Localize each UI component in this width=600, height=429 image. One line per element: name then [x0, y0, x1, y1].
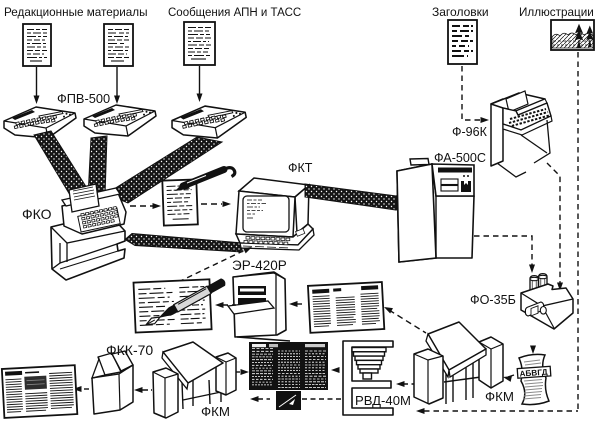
svg-text:АБВГД: АБВГД: [519, 368, 548, 379]
svg-text:ФКТ: ФКТ: [288, 161, 313, 175]
svg-text:Ф-96К: Ф-96К: [452, 125, 488, 139]
svg-text:ФКК-70: ФКК-70: [106, 342, 153, 358]
svg-text:Редакционные материалы: Редакционные материалы: [4, 6, 148, 19]
svg-text:РВД-40М: РВД-40М: [355, 393, 411, 408]
svg-text:ФКО: ФКО: [22, 206, 52, 222]
svg-text:ФА-500С: ФА-500С: [434, 151, 486, 165]
svg-text:Сообщения АПН и ТАСС: Сообщения АПН и ТАСС: [168, 7, 301, 19]
svg-text:ФКМ: ФКМ: [201, 404, 230, 419]
svg-text:Заголовки: Заголовки: [432, 5, 489, 19]
svg-text:ФПВ-500: ФПВ-500: [57, 91, 110, 106]
svg-text:ЭР-420Р: ЭР-420Р: [232, 258, 287, 273]
svg-text:Иллюстрации: Иллюстрации: [519, 6, 594, 19]
svg-text:ФКМ: ФКМ: [485, 389, 514, 404]
svg-text:ФО-35Б: ФО-35Б: [470, 293, 516, 307]
